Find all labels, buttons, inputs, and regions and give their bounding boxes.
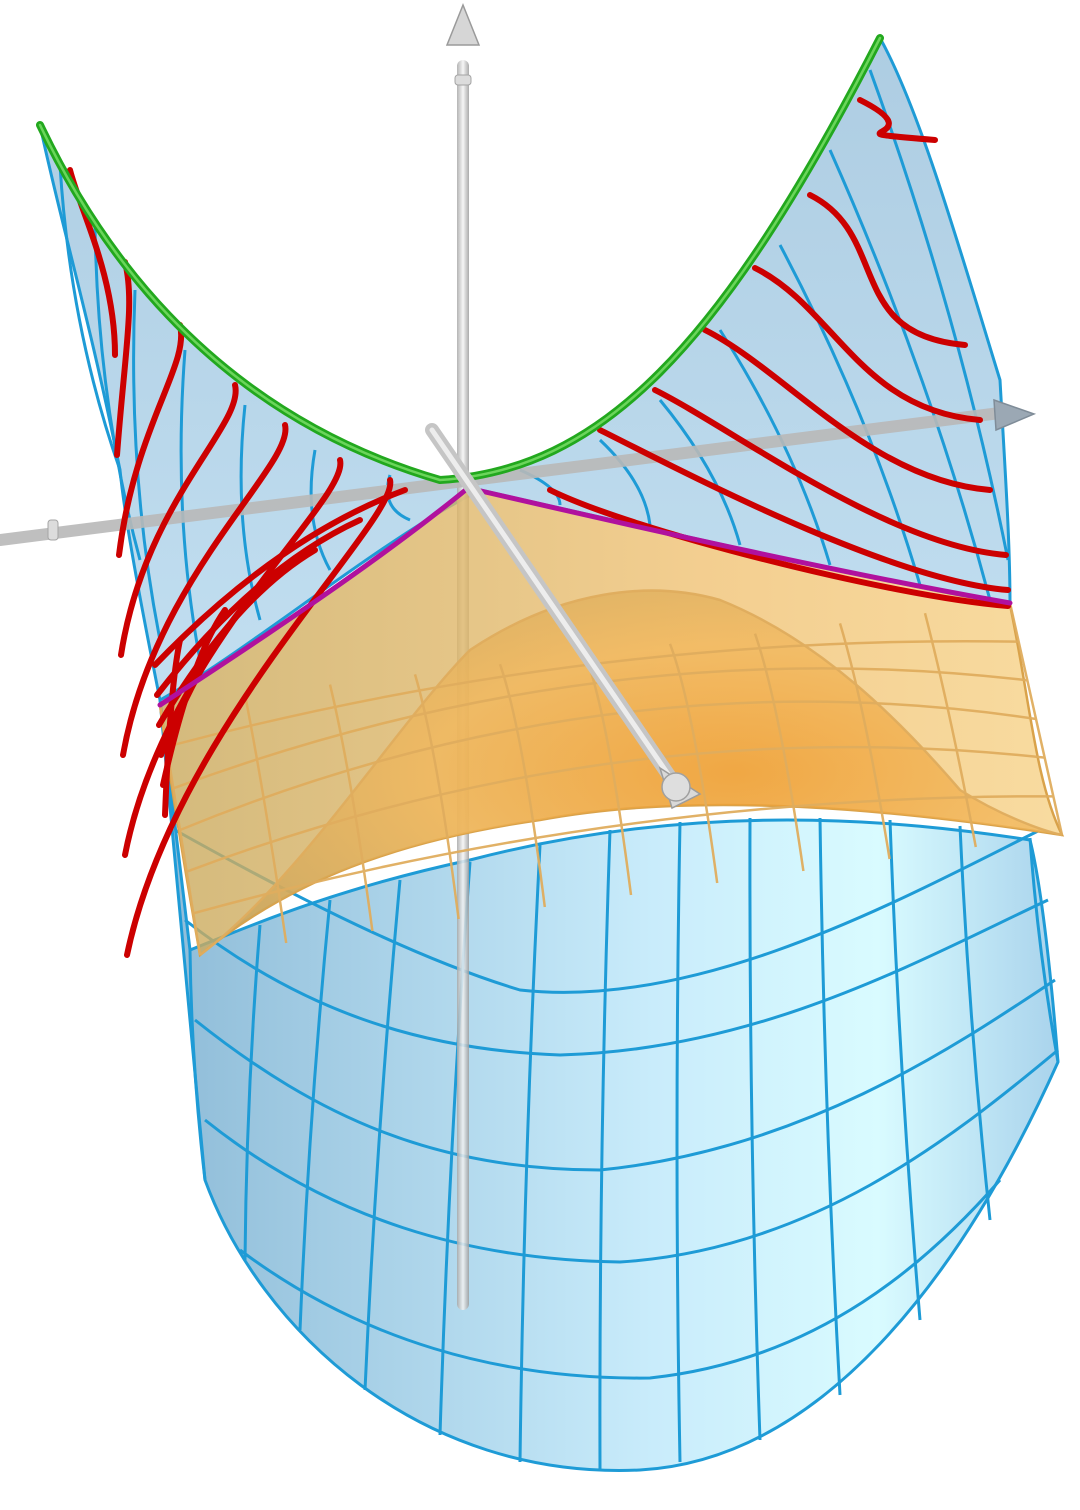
red-curves	[67, 97, 1011, 958]
blue-mesh-line	[188, 949, 207, 1181]
orange-mesh-ring	[186, 745, 1045, 873]
red-curve	[124, 477, 394, 958]
blue-surface-mesh	[58, 69, 1060, 1471]
blue-surface	[38, 34, 1060, 1472]
blue-mesh-line	[518, 844, 542, 1463]
orange-mesh-line	[413, 674, 460, 920]
blue-mesh-line	[658, 399, 742, 546]
red-curve	[118, 382, 239, 658]
red-curve	[114, 259, 133, 458]
red-curve	[857, 97, 938, 143]
blue-mesh-ring	[174, 828, 1041, 994]
orange-mesh-ridge	[199, 589, 1063, 956]
red-curve	[807, 192, 968, 348]
red-curve	[152, 487, 408, 668]
blue-mesh-ring	[239, 1179, 1002, 1380]
red-curve	[162, 637, 183, 818]
red-curve	[158, 577, 273, 758]
blue-mesh-line	[888, 819, 922, 1321]
z-axis-arrowhead	[445, 2, 481, 46]
y-axis	[425, 423, 702, 810]
orange-mesh-line	[498, 663, 547, 908]
magenta-curve	[157, 485, 1013, 708]
blue-mesh-line	[818, 817, 842, 1396]
blue-mesh-line	[958, 825, 992, 1221]
blue-mesh-line	[179, 349, 202, 661]
red-curve	[597, 427, 1011, 593]
orange-surface-mesh	[158, 589, 1064, 956]
blue-mesh-line	[675, 821, 682, 1463]
orange-mesh-ring	[179, 700, 1037, 832]
blue-mesh-line	[598, 438, 652, 526]
blue-mesh-line	[58, 164, 122, 471]
orange-mesh-line	[838, 623, 891, 860]
red-curve	[652, 387, 1009, 558]
blue-mesh-ring	[194, 978, 1056, 1172]
blue-mesh-line	[828, 149, 992, 601]
red-curve	[702, 327, 993, 493]
orange-mesh-line	[923, 612, 978, 848]
x-axis-arrowhead	[993, 398, 1037, 432]
orange-surface-bump	[200, 590, 1062, 955]
blue-mesh-line	[1028, 837, 1060, 1063]
blue-mesh-line	[363, 879, 402, 1391]
blue-mesh-line	[778, 244, 922, 586]
red-curve	[116, 322, 185, 558]
orange-mesh-line	[753, 633, 805, 872]
orange-mesh-ring	[193, 795, 1054, 915]
blue-mesh-line	[598, 829, 612, 1471]
orange-mesh-line	[668, 643, 719, 884]
red-curve	[120, 422, 289, 758]
blue-mesh-ring	[204, 1048, 1059, 1264]
blue-mesh-line	[298, 899, 332, 1331]
blue-mesh-ring	[184, 898, 1049, 1057]
red-curve	[547, 487, 1011, 609]
red-curve	[752, 265, 983, 423]
orange-mesh-line	[243, 694, 288, 944]
